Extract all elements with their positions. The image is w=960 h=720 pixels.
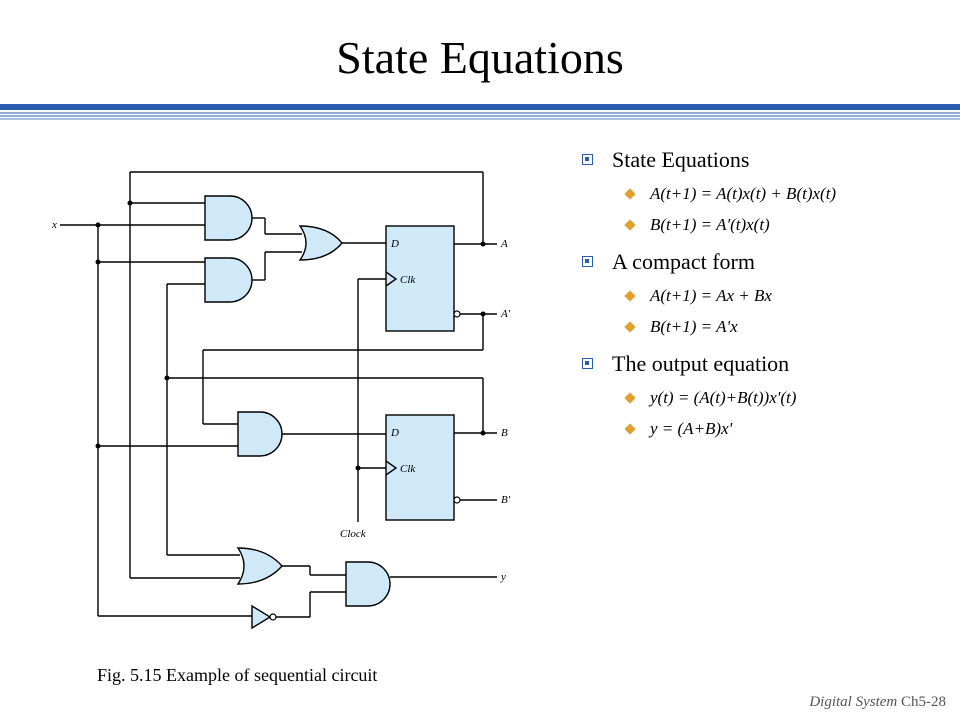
diamond-bullet-icon (624, 321, 636, 333)
and-gate-output (345, 561, 391, 607)
list-item: y = (A+B)x' (578, 417, 948, 441)
input-x-label: x (51, 219, 57, 231)
list-item: A compact form (578, 247, 948, 277)
bullet-group-compact-form: A compact form A(t+1) = Ax + Bx B(t+1) =… (578, 247, 948, 339)
and-gate-anx (237, 411, 283, 457)
ff-b-d-label: D (390, 427, 399, 439)
ff-a-clk-label: Clk (400, 274, 416, 286)
and-gate-bx (204, 257, 253, 303)
list-item: The output equation (578, 349, 948, 379)
flip-flop-b (385, 414, 455, 521)
feedback-b-wire (164, 283, 484, 556)
bullet-label: State Equations (612, 147, 750, 172)
equation-text: y = (A+B)x' (650, 419, 733, 438)
output-y-label: y (500, 571, 506, 583)
clock-wire (355, 278, 386, 522)
feedback-a-prime-wire (202, 314, 484, 425)
equation-text: A(t+1) = A(t)x(t) + B(t)x(t) (650, 184, 837, 203)
figure-caption: Fig. 5.15 Example of sequential circuit (97, 665, 378, 685)
flip-flop-a (385, 225, 455, 332)
equation-text: A(t+1) = Ax + Bx (650, 286, 772, 305)
square-bullet-icon (582, 154, 593, 165)
list-item: A(t+1) = Ax + Bx (578, 284, 948, 308)
list-item: State Equations (578, 145, 948, 175)
square-bullet-icon (582, 358, 593, 369)
sequential-circuit-diagram: x (40, 150, 540, 650)
diamond-bullet-icon (624, 290, 636, 302)
square-bullet-icon (582, 256, 593, 267)
ff-a-d-label: D (390, 238, 399, 250)
ff-a-qn-label: A' (500, 308, 511, 320)
list-item: B(t+1) = A'(t)x(t) (578, 213, 948, 237)
equation-text: B(t+1) = A'(t)x(t) (650, 215, 770, 234)
clock-label: Clock (340, 528, 367, 540)
feedback-a-wire (127, 171, 484, 579)
slide-footer: Digital System Ch5-28 (809, 692, 946, 712)
bullet-label: The output equation (612, 351, 790, 376)
diamond-bullet-icon (624, 392, 636, 404)
footer-page-label: Ch5-28 (901, 694, 946, 710)
list-item: B(t+1) = A'x (578, 315, 948, 339)
equation-text: B(t+1) = A'x (650, 317, 738, 336)
input-x-wire (60, 222, 252, 617)
title-rule (0, 104, 960, 120)
equation-text: y(t) = (A(t)+B(t))x'(t) (650, 388, 797, 407)
bullet-label: A compact form (612, 249, 755, 274)
ff-b-qn-label: B' (501, 494, 511, 506)
ff-b-clk-label: Clk (400, 463, 416, 475)
bullet-group-state-equations: State Equations A(t+1) = A(t)x(t) + B(t)… (578, 145, 948, 237)
or-gate-ab (236, 547, 283, 585)
bullet-group-output-equation: The output equation y(t) = (A(t)+B(t))x'… (578, 349, 948, 441)
list-item: A(t+1) = A(t)x(t) + B(t)x(t) (578, 182, 948, 206)
ff-a-q-label: A (500, 238, 508, 250)
diamond-bullet-icon (624, 219, 636, 231)
bullet-list: State Equations A(t+1) = A(t)x(t) + B(t)… (578, 145, 948, 451)
diamond-bullet-icon (624, 423, 636, 435)
ff-b-q-label: B (501, 427, 508, 439)
list-item: y(t) = (A(t)+B(t))x'(t) (578, 386, 948, 410)
diamond-bullet-icon (624, 188, 636, 200)
or-gate-a (298, 225, 343, 261)
and-gate-ax (204, 195, 253, 241)
footer-course-label: Digital System (809, 694, 898, 710)
slide-title: State Equations (336, 32, 624, 83)
not-gate-x (251, 604, 272, 630)
